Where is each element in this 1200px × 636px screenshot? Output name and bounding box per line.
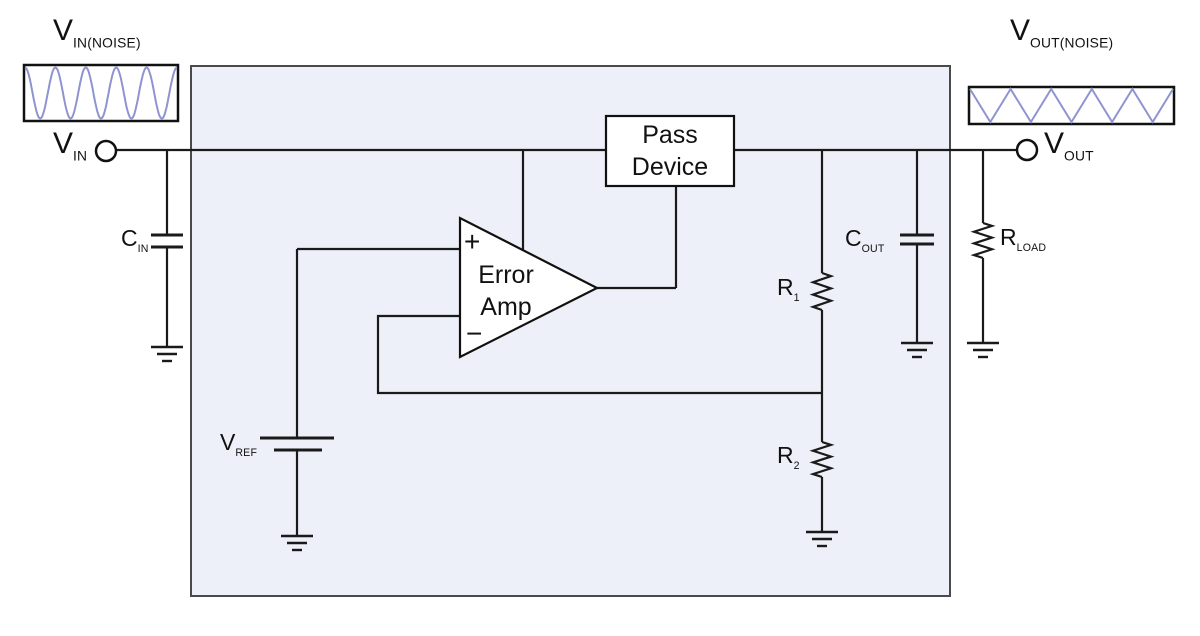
ground-symbols xyxy=(151,341,999,552)
resistor-symbols xyxy=(809,221,996,479)
capacitor-symbols xyxy=(151,233,934,452)
rload-resistor-symbol xyxy=(970,221,996,260)
error-amp-triangle xyxy=(458,216,600,359)
input-noise-box xyxy=(22,63,180,123)
vout-terminal xyxy=(1015,138,1039,162)
r2-resistor-symbol xyxy=(809,440,835,479)
vin-label: VIN xyxy=(53,127,88,164)
rload-label: RLOAD xyxy=(1000,224,1047,254)
input-noise-wave xyxy=(24,66,178,120)
vref-label: VREF xyxy=(220,429,258,459)
vout-noise-label: VOUT(NOISE) xyxy=(1010,14,1114,51)
vin-noise-label: VIN(NOISE) xyxy=(53,14,141,51)
vout-label: VOUT xyxy=(1044,127,1094,164)
minus-input-sign: − xyxy=(466,318,483,349)
cout-label: COUT xyxy=(845,225,885,255)
r2-ground-symbol xyxy=(806,530,838,548)
r1-resistor-symbol xyxy=(809,271,835,312)
error-amp-label: Error Amp xyxy=(478,260,534,322)
output-noise-box xyxy=(967,85,1176,126)
plus-input-sign: + xyxy=(464,226,481,257)
rload-ground-symbol xyxy=(967,341,999,359)
wires xyxy=(116,148,1017,536)
cin-ground-symbol xyxy=(151,345,183,363)
cin-label: CIN xyxy=(121,225,149,255)
pass-device-box xyxy=(604,114,736,188)
pass-device-label: Pass Device xyxy=(631,120,709,182)
feedback-wire xyxy=(376,314,822,395)
cout-ground-symbol xyxy=(901,341,933,359)
ldo-ic-block xyxy=(190,65,951,597)
output-noise-wave xyxy=(969,87,1174,124)
vin-terminal xyxy=(94,139,118,163)
r2-label: R2 xyxy=(777,442,800,472)
r1-label: R1 xyxy=(777,274,800,304)
vref-ground-symbol xyxy=(281,534,313,552)
